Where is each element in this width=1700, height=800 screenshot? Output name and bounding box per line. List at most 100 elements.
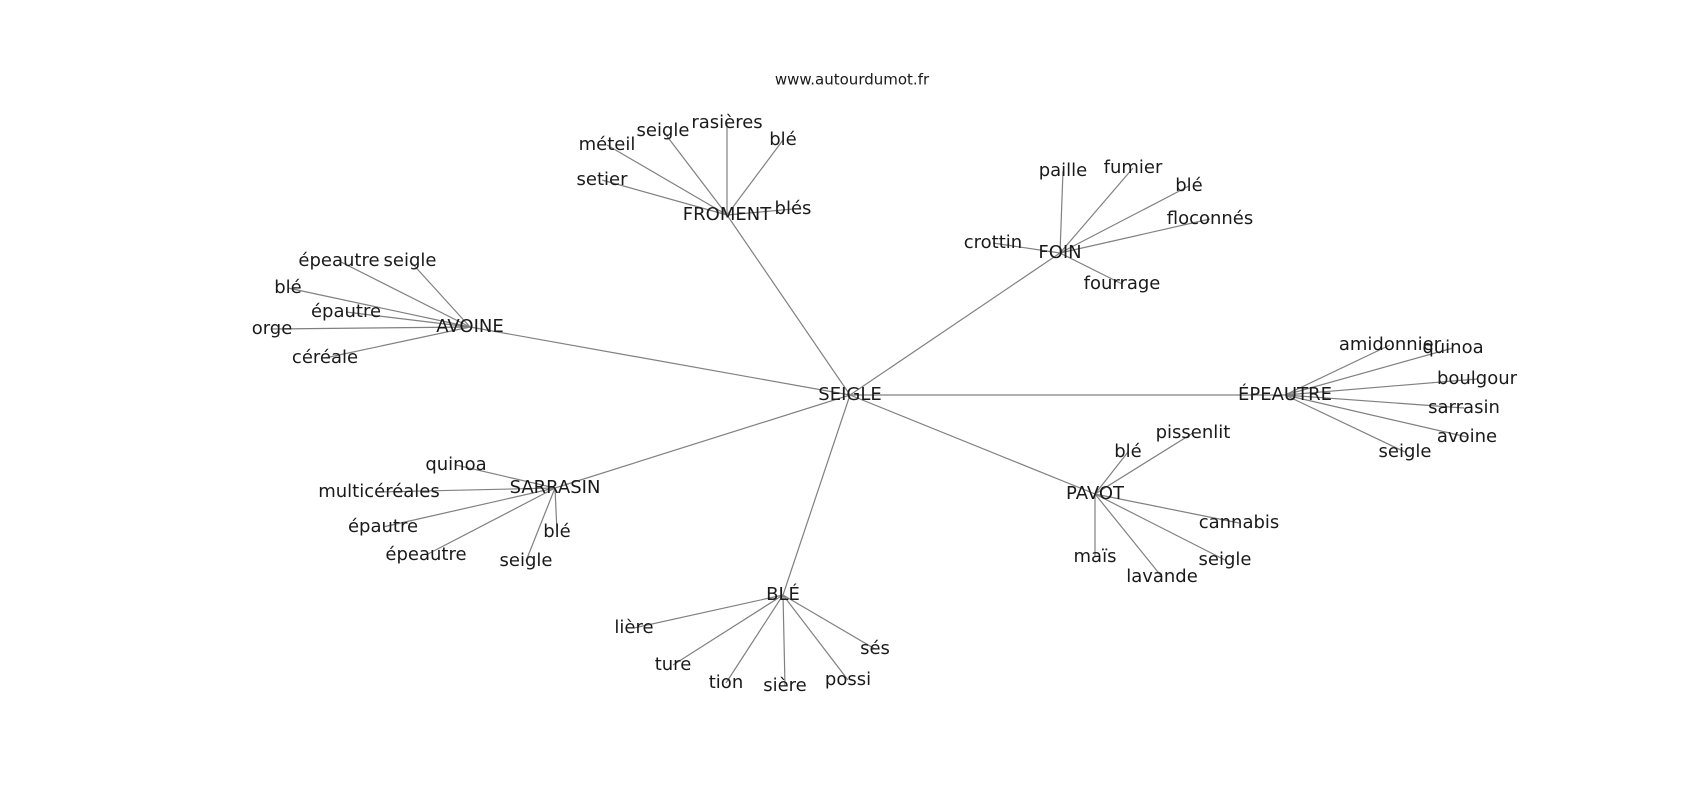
hub-leaf-edge: [1094, 432, 1194, 495]
leaf-word[interactable]: blé: [543, 521, 571, 542]
hub-leaf-edge: [1284, 347, 1454, 396]
hub-leaf-edge: [378, 487, 556, 493]
leaf-word[interactable]: paille: [1039, 160, 1088, 181]
leaf-word[interactable]: épautre: [348, 516, 418, 537]
hub-leaf-edge: [271, 326, 471, 330]
hub-leaf-edge: [1284, 394, 1406, 453]
leaf-word[interactable]: épeautre: [298, 250, 379, 271]
hub-leaf-edge: [782, 594, 786, 687]
hub-leaf-edge: [725, 594, 784, 684]
hub-leaf-edge: [726, 208, 794, 216]
leaf-word[interactable]: maïs: [1074, 546, 1117, 567]
leaf-word[interactable]: seigle: [384, 250, 437, 271]
hub-leaf-edge: [1094, 493, 1240, 524]
site-url[interactable]: www.autourdumot.fr: [775, 71, 930, 89]
hub-word[interactable]: FROMENT: [683, 204, 772, 225]
leaf-word[interactable]: quinoa: [1422, 337, 1483, 358]
hub-leaf-edge: [409, 260, 471, 328]
hub-leaf-edge: [287, 287, 471, 328]
leaf-word[interactable]: méteil: [579, 134, 636, 155]
leaf-word[interactable]: blé: [1175, 175, 1203, 196]
hub-leaf-edge: [1284, 378, 1478, 396]
hub-leaf-edge: [1059, 167, 1134, 254]
hub-leaf-edge: [1094, 493, 1163, 578]
leaf-word[interactable]: blé: [1114, 441, 1142, 462]
leaf-word[interactable]: seigle: [1379, 441, 1432, 462]
leaf-word[interactable]: tion: [709, 672, 743, 693]
hub-leaf-edge: [345, 311, 471, 328]
hub-leaf-edge: [1059, 170, 1064, 254]
hub-leaf-edge: [425, 487, 556, 556]
leaf-word[interactable]: blé: [769, 129, 797, 150]
leaf-word[interactable]: amidonnier: [1339, 334, 1442, 355]
hub-word[interactable]: AVOINE: [436, 316, 503, 337]
leaf-word[interactable]: fourrage: [1084, 273, 1161, 294]
leaf-word[interactable]: lavande: [1126, 566, 1198, 587]
hub-leaf-edge: [1094, 493, 1226, 561]
hub-word[interactable]: SARRASIN: [510, 477, 601, 498]
hub-leaf-edge: [1059, 218, 1211, 254]
hub-leaf-edge: [382, 487, 556, 528]
hub-leaf-edge: [633, 594, 784, 629]
center-word[interactable]: SEIGLE: [818, 384, 881, 405]
hub-leaf-edge: [455, 464, 556, 489]
hub-leaf-edge: [525, 487, 556, 562]
hub-leaf-edge: [554, 487, 558, 533]
leaf-word[interactable]: sés: [860, 638, 890, 659]
leaf-word[interactable]: épeautre: [385, 544, 466, 565]
leaf-word[interactable]: boulgour: [1437, 368, 1518, 389]
hub-leaf-edge: [782, 594, 876, 650]
leaf-word[interactable]: seigle: [637, 120, 690, 141]
leaf-word[interactable]: épautre: [311, 301, 381, 322]
hub-leaf-edge: [324, 326, 471, 359]
leaf-word[interactable]: fumier: [1104, 157, 1163, 178]
hub-word[interactable]: PAVOT: [1066, 483, 1125, 504]
hub-leaf-edge: [726, 139, 784, 216]
hub-leaf-edge: [1059, 252, 1123, 285]
leaf-word[interactable]: pissenlit: [1156, 422, 1231, 443]
leaf-word[interactable]: multicéréales: [318, 481, 440, 502]
leaf-word[interactable]: rasières: [691, 112, 762, 133]
hub-leaf-edge: [782, 594, 849, 681]
graph-edges: [271, 123, 1478, 687]
leaf-word[interactable]: lière: [614, 617, 653, 638]
hub-leaf-edge: [1284, 394, 1468, 438]
hub-leaf-edge: [606, 144, 728, 216]
leaf-word[interactable]: quinoa: [425, 454, 486, 475]
hub-leaf-edge: [992, 242, 1061, 254]
leaf-word[interactable]: cannabis: [1199, 512, 1280, 533]
graph-labels: www.autourdumot.fr SEIGLEFROMENTméteilse…: [252, 71, 1518, 697]
hub-leaf-edge: [662, 130, 728, 216]
hub-leaf-edge: [601, 179, 728, 216]
hub-word[interactable]: ÉPEAUTRE: [1238, 383, 1332, 405]
hub-word[interactable]: FOIN: [1038, 242, 1081, 263]
leaf-word[interactable]: céréale: [292, 347, 358, 368]
leaf-word[interactable]: seigle: [1199, 549, 1252, 570]
hub-leaf-edge: [1094, 451, 1129, 495]
leaf-word[interactable]: possi: [825, 669, 871, 690]
hub-leaf-edge: [1059, 185, 1190, 254]
hub-leaf-edge: [672, 594, 784, 666]
leaf-word[interactable]: blés: [775, 198, 812, 219]
leaf-word[interactable]: floconnés: [1167, 208, 1254, 229]
leaf-word[interactable]: sière: [763, 675, 807, 696]
hub-leaf-edge: [1284, 344, 1391, 396]
center-hub-edge: [849, 394, 1096, 495]
leaf-word[interactable]: sarrasin: [1428, 397, 1500, 418]
leaf-word[interactable]: avoine: [1437, 426, 1497, 447]
center-hub-edge: [469, 326, 851, 396]
hub-leaf-edge: [1284, 394, 1465, 409]
center-hub-edge: [782, 394, 851, 596]
hub-leaf-edge: [338, 260, 471, 328]
leaf-word[interactable]: blé: [274, 277, 302, 298]
center-hub-edge: [554, 394, 851, 489]
leaf-word[interactable]: ture: [655, 654, 692, 675]
leaf-word[interactable]: orge: [252, 318, 293, 339]
leaf-word[interactable]: crottin: [964, 232, 1022, 253]
leaf-word[interactable]: setier: [577, 169, 629, 190]
leaf-word[interactable]: seigle: [500, 550, 553, 571]
center-hub-edge: [849, 252, 1061, 396]
hub-word[interactable]: BLÉ: [766, 583, 800, 605]
center-hub-edge: [726, 214, 851, 396]
